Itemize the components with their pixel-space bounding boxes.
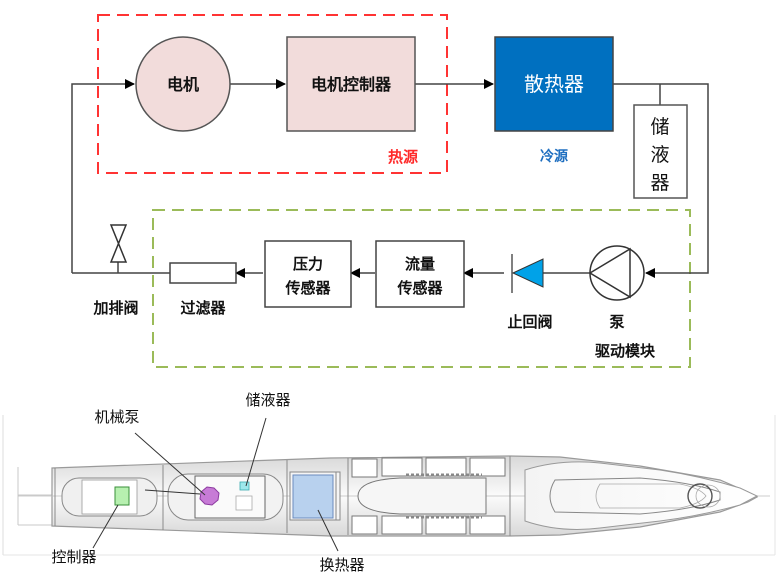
fill-drain-valve-icon [109,224,128,263]
check-valve-label: 止回阀 [507,313,552,331]
flow-sensor-label-2: 传感器 [396,279,443,297]
flow-sensor-label-1: 流量 [405,255,435,273]
controller-part [114,486,130,506]
heat-exchanger-part [292,474,334,519]
reservoir-label-2: 液 [650,144,669,166]
pump-label: 泵 [609,313,624,331]
callout-reservoir: 储液器 [245,391,290,409]
check-valve-icon [511,254,544,293]
pump-icon [588,245,645,301]
fill-drain-valve-label: 加排阀 [92,299,138,317]
flow-sensor-node [375,240,465,308]
pump-module-boundary [152,209,691,368]
pump-module-label: 驱动模块 [595,342,656,360]
cold-source-label: 冷源 [540,148,568,165]
mechanical-pump-part [199,486,220,506]
motor-controller-label: 电机控制器 [311,75,392,94]
motor-label: 电机 [167,75,199,94]
callout-mechanical-pump: 机械泵 [94,408,139,426]
heat-source-label: 热源 [388,148,418,166]
pressure-sensor-label-1: 压力 [293,255,323,273]
radiator-label: 散热器 [524,72,584,96]
motor-node [135,36,231,132]
pressure-sensor-label-2: 传感器 [284,279,331,297]
coolant-loop-lines [71,79,709,278]
callout-controller: 控制器 [51,548,96,566]
reservoir-part [239,481,250,491]
vehicle-layout-drawing [2,415,776,556]
pressure-sensor-node [264,240,352,308]
reservoir-label-1: 储 [650,116,669,138]
motor-controller-node [286,36,416,132]
reservoir-label-3: 器 [650,172,669,194]
filter-node [169,262,237,284]
radiator-node [494,36,614,132]
heat-source-boundary [97,14,448,174]
filter-label: 过滤器 [180,299,226,317]
reservoir-node [633,104,688,199]
callout-heat-exchanger: 换热器 [319,556,364,574]
